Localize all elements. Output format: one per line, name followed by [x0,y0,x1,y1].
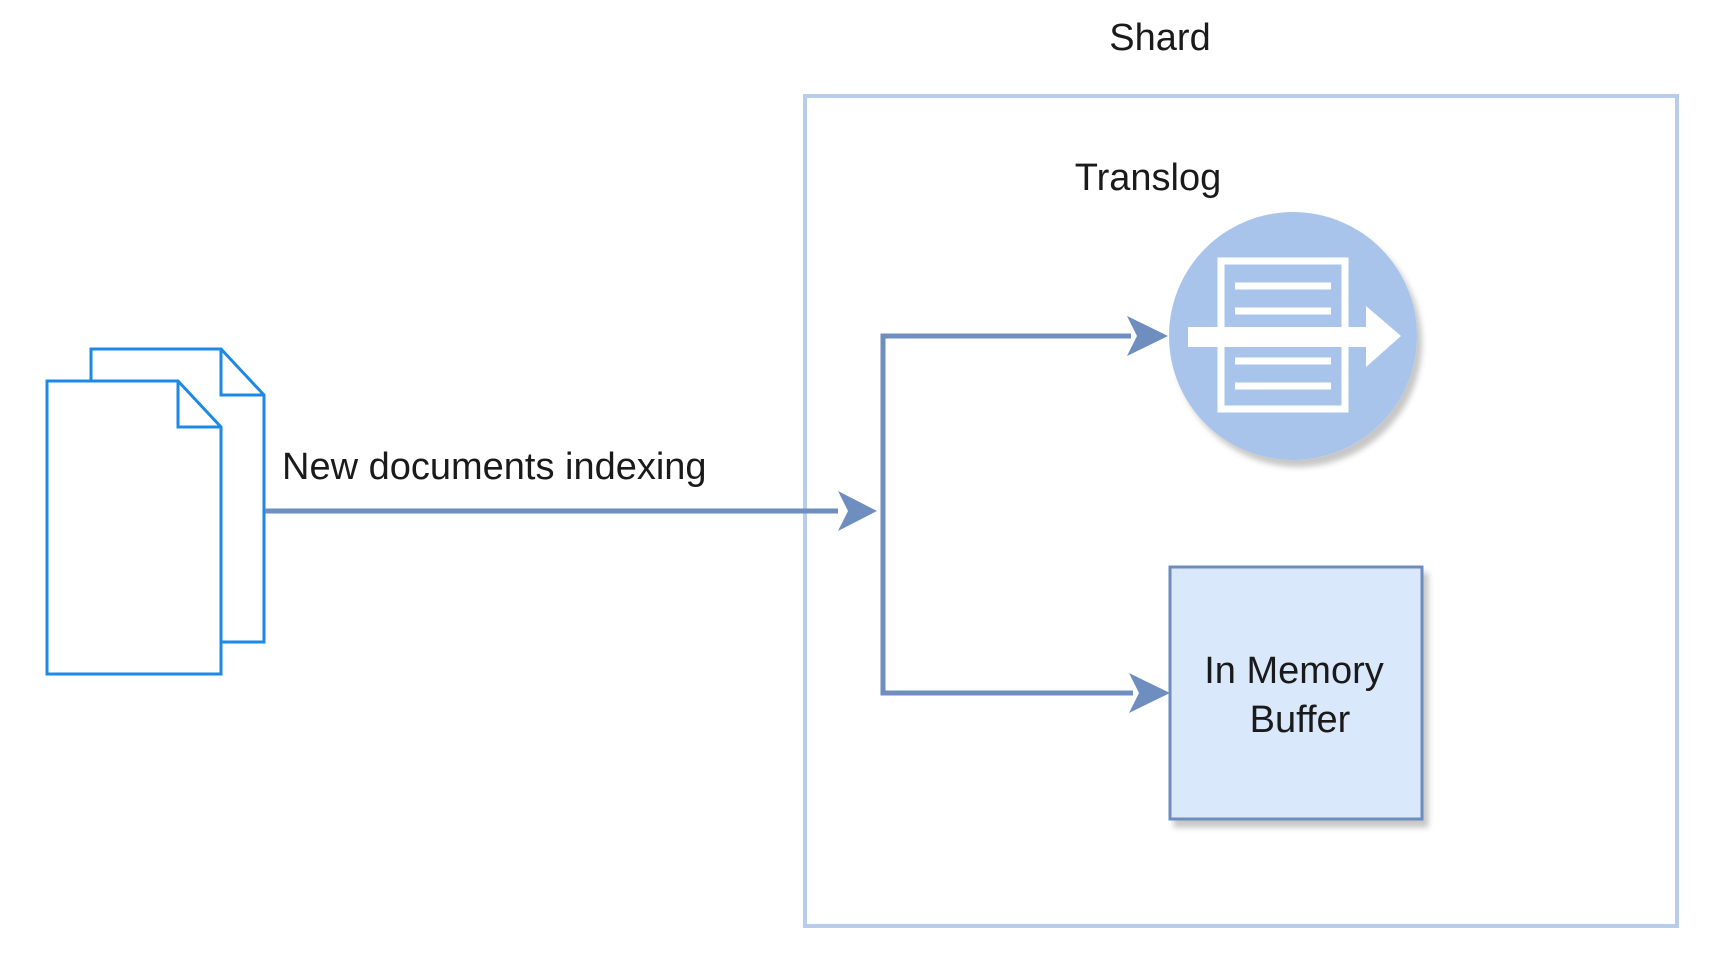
document-front-icon [45,379,223,676]
memory-buffer-label-line2: Buffer [1250,699,1351,741]
translog-arrowhead [1127,316,1168,356]
translog-node[interactable] [1169,212,1417,460]
memory-buffer-box [1168,565,1424,821]
indexing-arrowhead [838,491,877,531]
shard-title: Shard [1109,17,1210,59]
branch-connector-line [880,333,1133,696]
document-front-fold [176,381,221,429]
translog-arrow-head-icon [1366,306,1401,367]
document-back-fold [219,349,264,397]
memory-buffer-label-line1: In Memory [1204,650,1383,692]
indexing-edge-label: New documents indexing [282,446,707,488]
translog-arrow-shaft [1188,327,1370,347]
memory-buffer-node[interactable]: In Memory Buffer [1168,565,1424,821]
documents-icon[interactable] [45,347,266,676]
translog-title: Translog [1075,157,1221,199]
buffer-arrowhead [1129,673,1170,713]
